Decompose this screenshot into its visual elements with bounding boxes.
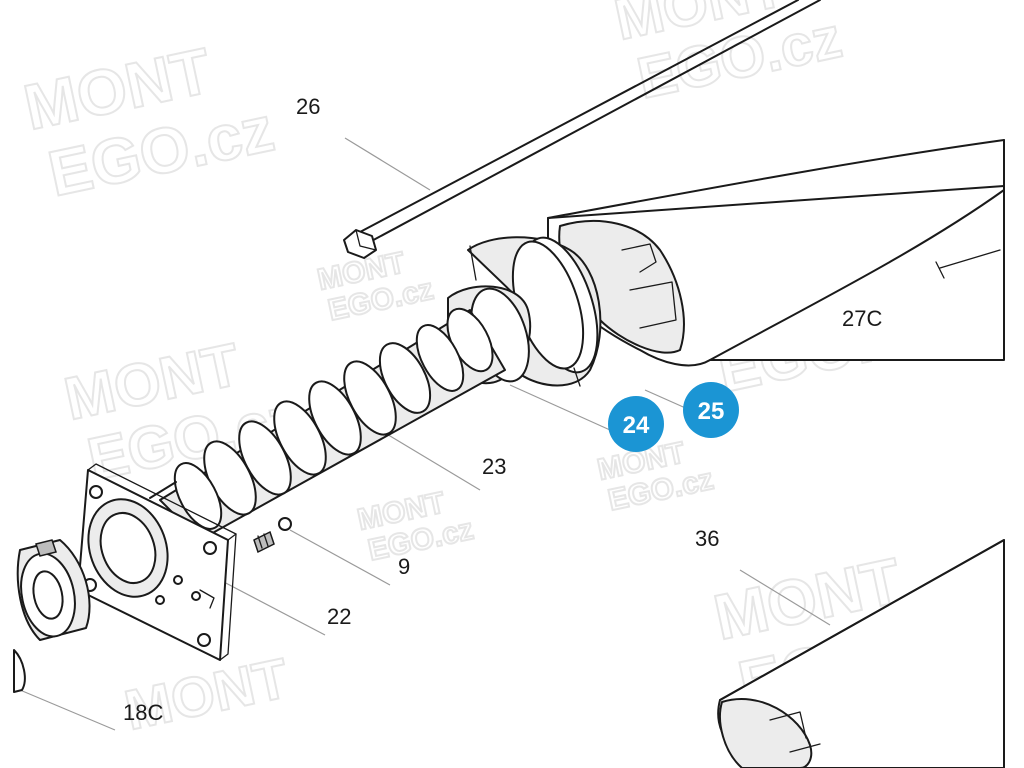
part-label-26: 26: [296, 94, 320, 119]
badge-part-24[interactable]: 24: [608, 396, 664, 452]
part-label-22: 22: [327, 604, 351, 629]
leader-25: [644, 389, 691, 411]
part-label-18c: 18C: [123, 700, 163, 725]
part-label-23: 23: [482, 454, 506, 479]
leader-26: [344, 137, 431, 191]
part-labels: 26 27C 23 9 36 22 18C: [123, 94, 882, 725]
badge-label-25: 25: [698, 398, 725, 425]
highlight-badges: 24 25: [608, 382, 739, 452]
svg-text:MONT: MONT: [119, 646, 293, 742]
part-label-9: 9: [398, 554, 410, 579]
watermark: MONT EGO.cz: [314, 245, 438, 328]
part-label-36: 36: [695, 526, 719, 551]
leader-18c: [19, 689, 116, 731]
part-9-screw: [253, 517, 292, 554]
leader-23: [379, 429, 481, 491]
badge-circle: [683, 382, 739, 438]
leader-9: [289, 529, 391, 586]
watermark: MONT: [118, 645, 294, 743]
badge-circle: [608, 396, 664, 452]
leader-36: [739, 569, 831, 626]
watermark: MONT EGO.cz: [608, 0, 848, 112]
part-26-rod: [343, 0, 821, 259]
leader-24: [509, 384, 611, 431]
badge-part-25[interactable]: 25: [683, 382, 739, 438]
watermark: MONT EGO.cz: [594, 435, 718, 518]
screw-threads: [173, 307, 494, 530]
part-22-flange-plate: [77, 463, 237, 661]
part-36-tube: [717, 539, 1005, 768]
leader-lines: [19, 137, 941, 731]
badge-label-24: 24: [623, 412, 650, 439]
part-18c-nut: [13, 539, 91, 693]
watermark: MONT EGO.cz: [17, 33, 281, 211]
watermark: MONT EGO.cz: [354, 485, 478, 568]
leader-22: [219, 579, 326, 636]
part-27c-tube: [547, 139, 1005, 367]
part-label-27c: 27C: [842, 306, 882, 331]
